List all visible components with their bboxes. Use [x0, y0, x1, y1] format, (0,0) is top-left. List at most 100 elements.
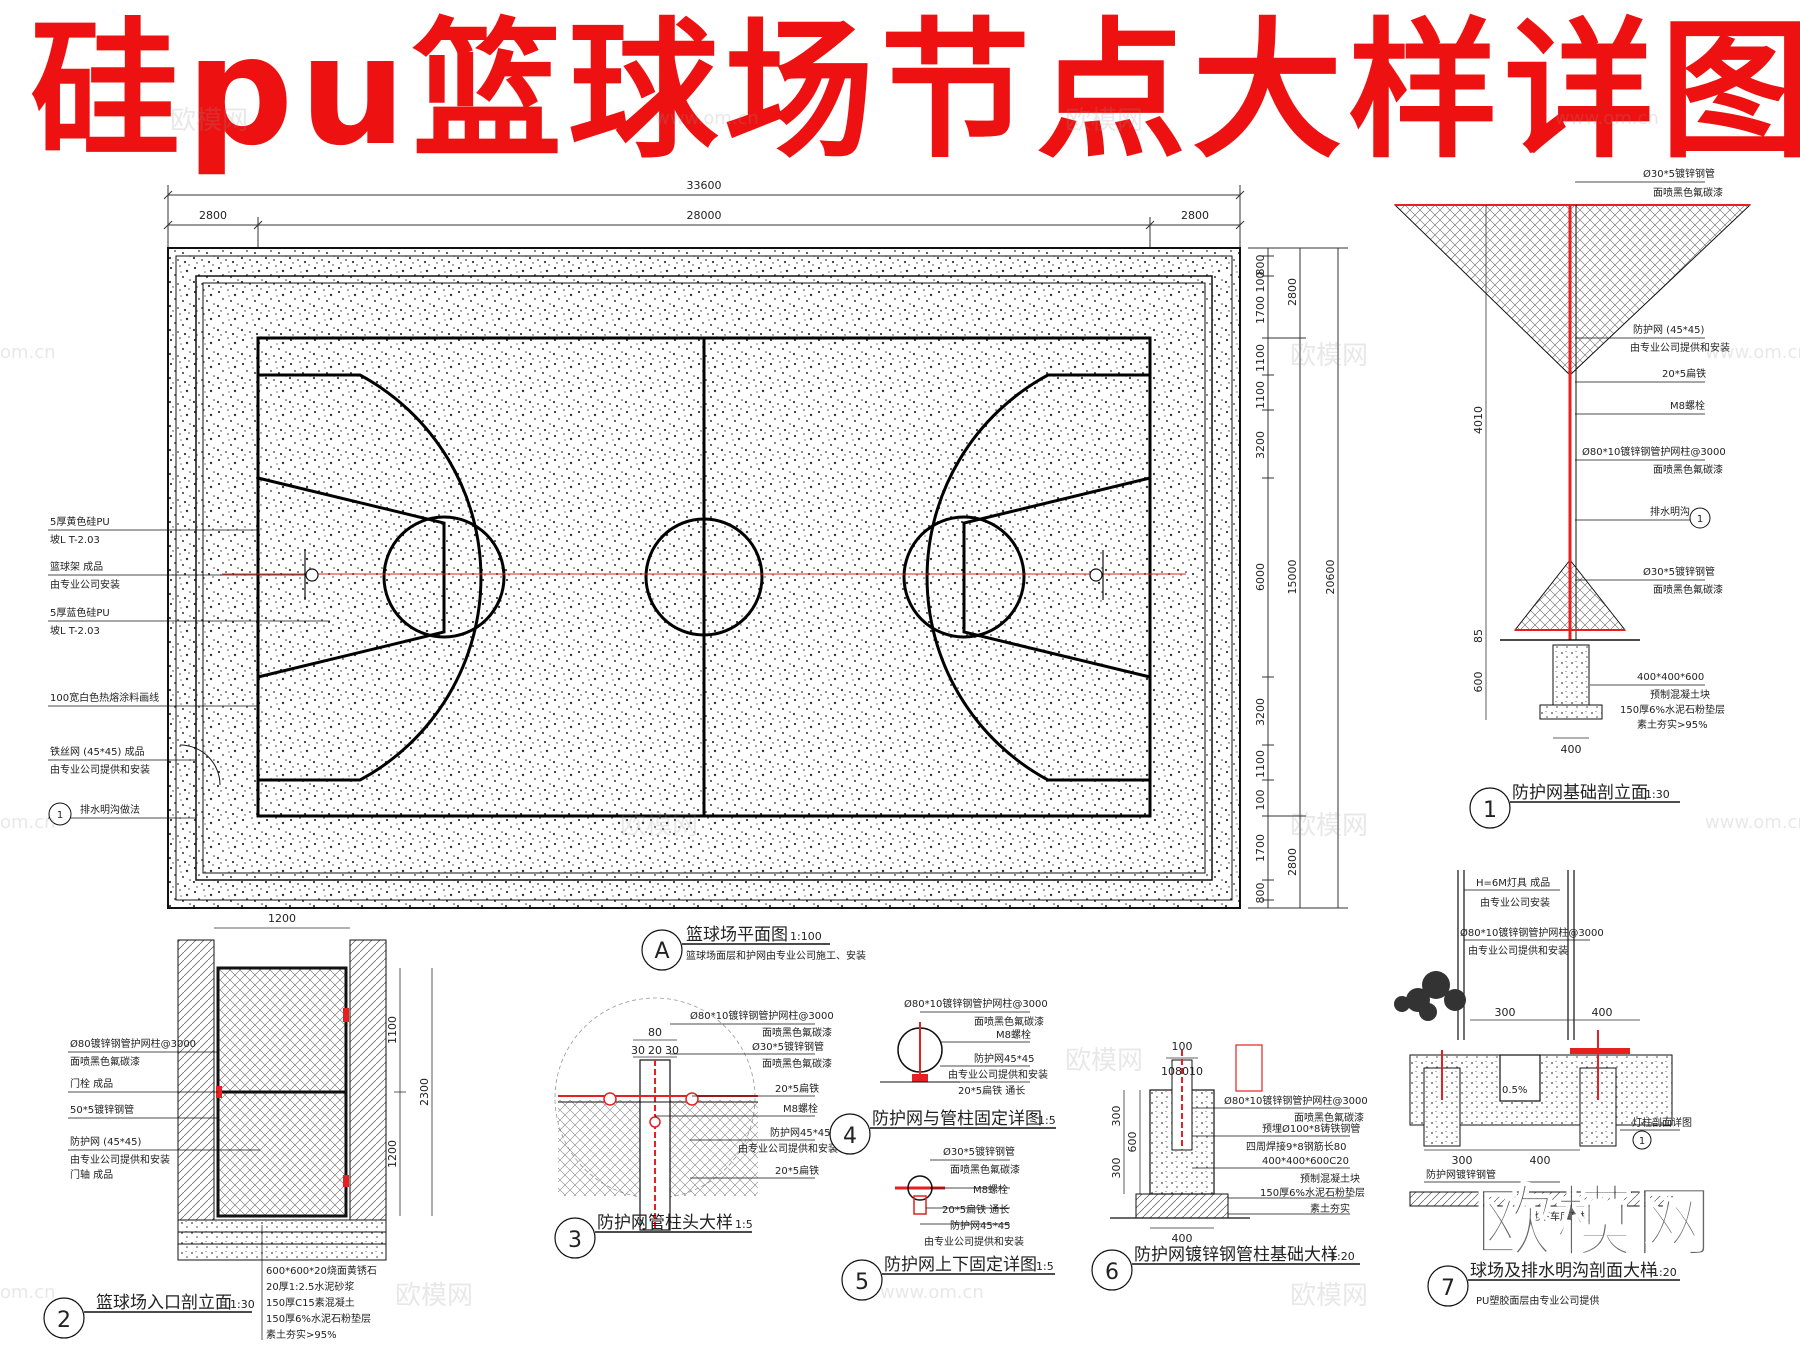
- watermark: 欧模网: [395, 1281, 474, 1311]
- d4-label-1: 面喷黑色氟碳漆: [974, 1015, 1044, 1028]
- d4-leaders: [920, 1011, 1030, 1083]
- watermark-url: www.om.cn: [880, 1282, 984, 1303]
- d5-label-0: Ø30*5镀锌钢管: [943, 1145, 1015, 1158]
- d1-scale: 1:30: [1645, 788, 1670, 801]
- dim-r-100b: 100: [1254, 790, 1267, 811]
- d3-label-4: 20*5扁铁: [775, 1082, 819, 1095]
- d2-layer-4: 素土夯实>95%: [266, 1328, 337, 1341]
- dim-r-20600: 20600: [1324, 560, 1337, 595]
- watermark: 欧模网: [170, 106, 249, 136]
- center-circle: [644, 517, 764, 637]
- d1-drain-ref: [1689, 507, 1711, 529]
- plan-detail-mark: [641, 929, 683, 971]
- dim-r-3200a: 3200: [1254, 431, 1267, 459]
- d3-label-7: 由专业公司提供和安装: [738, 1142, 838, 1155]
- right-three-point-line: [925, 373, 1150, 782]
- right-key: [962, 476, 1151, 679]
- d7-shrub: [1394, 971, 1466, 1021]
- watermark-url: www.om.cn: [1705, 812, 1800, 833]
- d2-mark: [43, 1297, 85, 1339]
- dim-r-1700b: 1700: [1254, 834, 1267, 862]
- d4-mark-num: 4: [843, 1124, 857, 1149]
- d5-label-3: 20*5扁铁 通长: [942, 1203, 1009, 1216]
- d3-dim-30a: 30: [631, 1044, 645, 1057]
- d2-wall-left: [177, 939, 215, 1221]
- d1-dims: [1485, 205, 1589, 739]
- d3-label-6: 防护网45*45: [770, 1126, 830, 1139]
- d7-label-3: 由专业公司提供和安装: [1468, 944, 1568, 957]
- plan-label-2b: 由专业公司安装: [50, 578, 120, 591]
- watermark: 欧模网: [1065, 1046, 1144, 1076]
- d7-scale: 1:20: [1652, 1266, 1677, 1279]
- d4-caption: 防护网与管柱固定详图: [872, 1109, 1042, 1129]
- plan-leaders: [48, 529, 330, 819]
- detail-5: Ø30*5镀锌钢管 面喷黑色氟碳漆 M8螺栓 20*5扁铁 通长 防护网45*4…: [841, 1145, 1055, 1301]
- page-title: 硅pu篮球场节点大样详图: [30, 5, 1800, 179]
- d6-dim-10a: 10: [1161, 1065, 1175, 1078]
- d6-dim-600: 600: [1126, 1132, 1139, 1153]
- d3-dim-80: 80: [648, 1026, 662, 1039]
- d4-clamp: [912, 1074, 928, 1082]
- plan-note: 篮球场面层和护网由专业公司施工、安装: [686, 949, 866, 962]
- d1-mark: [1469, 787, 1511, 829]
- d3-mark: [554, 1217, 596, 1259]
- d7-dim-300b: 300: [1452, 1154, 1473, 1167]
- d4-label-0: Ø80*10镀锌钢管护网柱@3000: [904, 997, 1048, 1010]
- d2-layer-0: 600*600*20烧面黄锈石: [266, 1264, 377, 1277]
- d6-leaders: [1192, 1107, 1350, 1215]
- d7-drain-channel: [1499, 1054, 1541, 1102]
- d2-dim-1200: 1200: [268, 912, 296, 925]
- d4-label-5: 20*5扁铁 通长: [958, 1084, 1025, 1097]
- d4-mark: [829, 1113, 871, 1155]
- d2-dim-1200b: 1200: [386, 1140, 399, 1168]
- basket-right: [1089, 550, 1104, 600]
- d7-label-2: Ø80*10镀锌钢管护网柱@3000: [1460, 926, 1604, 939]
- dim-r-800a: 800: [1254, 255, 1267, 276]
- d3-label-2: Ø30*5镀锌钢管: [752, 1040, 824, 1053]
- plan-scale: 1:100: [790, 930, 822, 943]
- d6-label-4: 400*400*600C20: [1262, 1156, 1349, 1167]
- d7-leaders: [1424, 889, 1680, 1183]
- plan-label-4: 100宽白色热熔涂料画线: [50, 691, 159, 704]
- plan-label-3a: 5厚蓝色硅PU: [50, 606, 110, 619]
- d1-label-3: 由专业公司提供和安装: [1630, 341, 1730, 354]
- d1-label-13: 150厚6%水泥石粉垫层: [1620, 703, 1725, 716]
- d3-label-3: 面喷黑色氟碳漆: [762, 1057, 832, 1070]
- d2-dim-2300: 2300: [418, 1078, 431, 1106]
- plan-label-2a: 篮球架 成品: [50, 560, 103, 573]
- d2-hinge-low: [343, 1175, 349, 1187]
- dim-r-1100b: 1100: [1254, 381, 1267, 409]
- d2-label-1: 面喷黑色氟碳漆: [70, 1055, 140, 1068]
- dim-r-800b: 800: [1254, 883, 1267, 904]
- d3-label-1: 面喷黑色氟碳漆: [762, 1026, 832, 1039]
- d7-dim-slope: 0.5%: [1502, 1085, 1527, 1096]
- d5-leaders: [920, 1159, 1010, 1225]
- watermark: 欧模网: [1065, 106, 1144, 136]
- watermark: 欧模网: [1290, 811, 1369, 841]
- d2-hinge: [216, 1086, 222, 1098]
- d3-bolt-mid: [649, 1116, 661, 1128]
- detail-2: 1200 1100 2300 1200 Ø80镀锌钢管护网柱@3000 面喷黑色…: [43, 912, 433, 1341]
- d1-label-7: 面喷黑色氟碳漆: [1653, 463, 1723, 476]
- d6-mark-num: 6: [1105, 1260, 1119, 1285]
- d4-label-4: 由专业公司提供和安装: [948, 1068, 1048, 1081]
- d1-label-1: 面喷黑色氟碳漆: [1653, 186, 1723, 199]
- footing-bed: [1539, 704, 1603, 720]
- d2-layer-2: 150厚C15素混凝土: [266, 1296, 355, 1309]
- watermark-url: om.cn: [0, 1282, 56, 1303]
- left-key: [257, 476, 446, 679]
- plan-label-5b: 由专业公司提供和安装: [50, 763, 150, 776]
- d1-dim-4010: 4010: [1472, 406, 1485, 434]
- dim-r-1700a: 1700: [1254, 296, 1267, 324]
- dim-r-2800a: 2800: [1286, 278, 1299, 306]
- d2-label-4: 防护网 (45*45): [70, 1135, 142, 1148]
- d6-dim-300b: 300: [1110, 1158, 1123, 1179]
- d7-ref-circle: [1632, 1130, 1652, 1150]
- watermark-url: om.cn: [0, 342, 56, 363]
- d6-dim-100: 100: [1172, 1040, 1193, 1053]
- d6-dims: [1123, 1057, 1214, 1229]
- d7-ref-circle-num: 1: [1639, 1136, 1645, 1147]
- d3-dim-20: 20: [648, 1044, 662, 1057]
- d3-bolt-right: [685, 1092, 699, 1106]
- d7-label-0: H=6M灯具 成品: [1476, 877, 1550, 889]
